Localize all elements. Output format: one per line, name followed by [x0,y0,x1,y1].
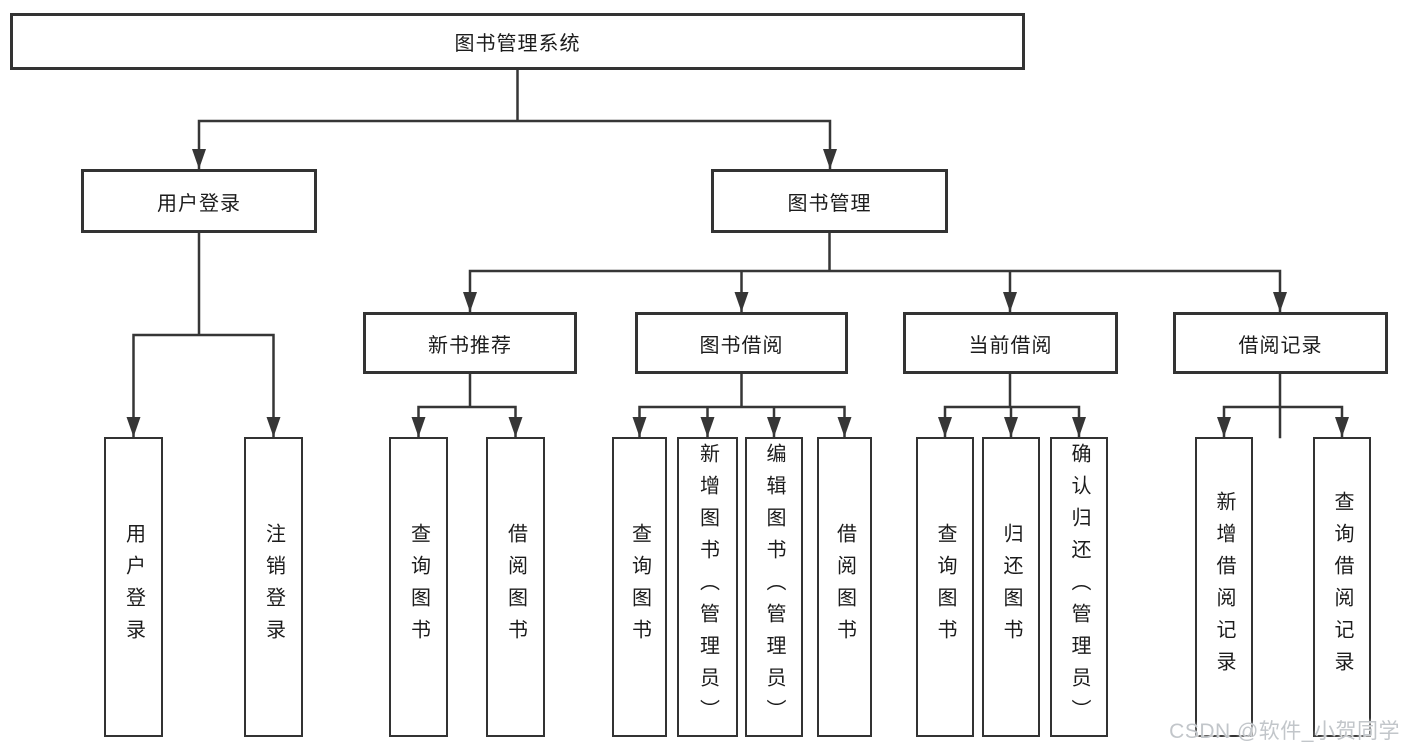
leaf-borrow-books: 借阅图书 [817,437,872,737]
arrowhead [632,417,647,437]
arrowhead [938,417,952,437]
arrowhead [767,417,781,437]
connector-borrow-records-to-leaves [1222,372,1344,439]
leaf-user-login-label: 用户登录 [122,523,145,651]
connector-book-borrow-to-leaves [638,372,846,439]
leaf-query-borrow-record-label: 查询借阅记录 [1331,491,1353,683]
arrowhead [1004,417,1018,437]
leaf-query-books-borrow-label: 查询图书 [628,523,651,651]
leaf-add-book-admin: 新增图书（管理员） [677,437,738,737]
node-root-library-system: 图书管理系统 [10,13,1025,70]
arrowhead [837,417,852,437]
arrowhead [823,149,837,169]
leaf-borrow-books-label: 借阅图书 [833,523,856,651]
arrowhead [463,292,477,312]
leaf-query-books-borrow: 查询图书 [612,437,667,737]
arrowhead [734,292,749,312]
leaf-user-login: 用户登录 [104,437,163,737]
node-new-book-recommend: 新书推荐 [363,312,577,374]
csdn-watermark: CSDN @软件_小贺同学 [1169,720,1400,743]
connector-book-mgmt-to-level3 [468,231,1282,314]
leaf-return-book-label: 归还图书 [1000,523,1022,651]
arrowhead [266,417,281,437]
leaf-edit-book-admin: 编辑图书（管理员） [745,437,803,737]
leaf-logout: 注销登录 [244,437,303,737]
leaf-add-borrow-record: 新增借阅记录 [1195,437,1253,737]
leaf-add-borrow-record-label: 新增借阅记录 [1213,491,1235,683]
leaf-confirm-return-admin: 确认归还（管理员） [1050,437,1108,737]
leaf-borrow-books-newbooks-label: 借阅图书 [504,523,527,651]
connector-user-login-to-leaves [132,231,275,439]
leaf-logout-label: 注销登录 [262,523,285,651]
leaf-query-borrow-record: 查询借阅记录 [1313,437,1371,737]
leaf-query-books-current-label: 查询图书 [934,523,956,651]
leaf-add-book-admin-label: 新增图书（管理员） [696,443,719,731]
connector-root-to-level2 [197,68,832,171]
arrowhead [1217,417,1231,437]
leaf-confirm-return-admin-label: 确认归还（管理员） [1068,443,1090,731]
node-user-login: 用户登录 [81,169,317,233]
arrowhead [1335,417,1349,437]
arrowhead [411,417,426,437]
node-current-borrow: 当前借阅 [903,312,1118,374]
node-book-management: 图书管理 [711,169,948,233]
leaf-query-books-newbooks: 查询图书 [389,437,448,737]
leaf-edit-book-admin-label: 编辑图书（管理员） [763,443,785,731]
leaf-query-books-current: 查询图书 [916,437,974,737]
leaf-return-book: 归还图书 [982,437,1040,737]
leaf-query-books-newbooks-label: 查询图书 [407,523,430,651]
node-book-borrow: 图书借阅 [635,312,848,374]
arrowheads [126,149,1349,437]
arrowhead [1003,292,1017,312]
arrowhead [1072,417,1086,437]
arrowhead [192,149,206,169]
connector-new-books-to-leaves [417,372,517,439]
leaf-borrow-books-newbooks: 借阅图书 [486,437,545,737]
node-borrow-records: 借阅记录 [1173,312,1388,374]
arrowhead [1273,292,1287,312]
arrowhead [508,417,523,437]
arrowhead [700,417,715,437]
arrowhead [126,417,141,437]
